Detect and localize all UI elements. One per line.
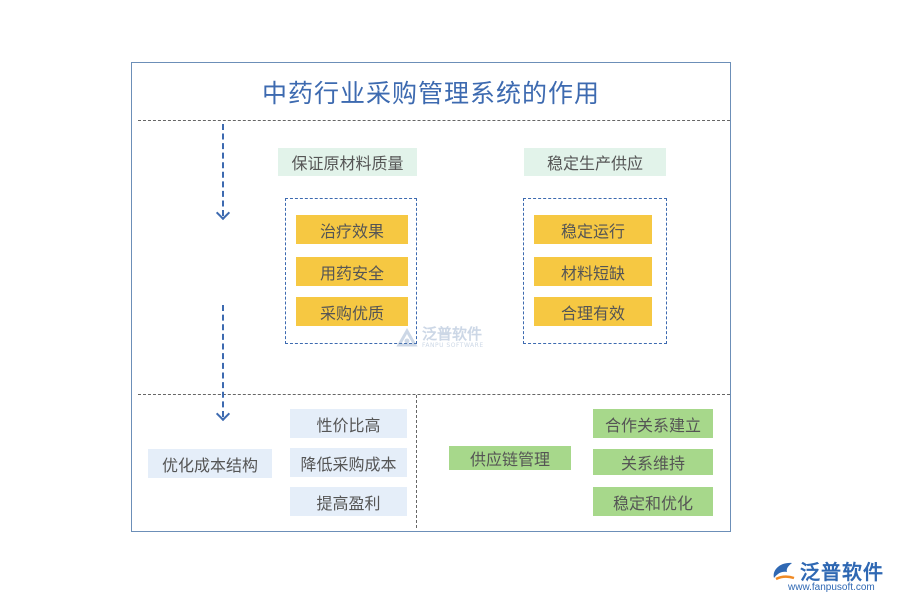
cost-item: 性价比高 bbox=[290, 409, 407, 438]
middle-divider bbox=[138, 394, 730, 395]
cost-item: 降低采购成本 bbox=[290, 448, 407, 477]
arrow-1-line bbox=[222, 124, 224, 216]
watermark: 泛普软件 FANPU SOFTWARE bbox=[396, 326, 484, 349]
brand-logo: 泛普软件 bbox=[770, 556, 884, 585]
supply-chain-item: 稳定和优化 bbox=[593, 487, 713, 516]
bottom-vertical-divider bbox=[416, 395, 417, 528]
watermark-name: 泛普软件 bbox=[422, 325, 483, 343]
brand-name: 泛普软件 bbox=[800, 560, 884, 584]
quality-item: 采购优质 bbox=[296, 297, 408, 326]
cost-item: 提高盈利 bbox=[290, 487, 407, 516]
supply-chain-item: 合作关系建立 bbox=[593, 409, 713, 438]
brand-logo-icon bbox=[773, 562, 795, 580]
quality-item: 用药安全 bbox=[296, 257, 408, 286]
supply-item: 合理有效 bbox=[534, 297, 652, 326]
watermark-sub: FANPU SOFTWARE bbox=[422, 342, 484, 349]
supply-header: 稳定生产供应 bbox=[524, 148, 666, 176]
fanpu-logo-icon bbox=[396, 327, 418, 349]
quality-header: 保证原材料质量 bbox=[278, 148, 417, 176]
quality-group bbox=[285, 198, 417, 344]
cost-label: 优化成本结构 bbox=[148, 449, 272, 478]
diagram-frame bbox=[131, 62, 731, 532]
arrow-2-line bbox=[222, 305, 224, 417]
diagram-title: 中药行业采购管理系统的作用 bbox=[261, 79, 600, 108]
quality-item: 治疗效果 bbox=[296, 215, 408, 244]
brand-url[interactable]: www.fanpusoft.com bbox=[788, 582, 875, 593]
supply-chain-label: 供应链管理 bbox=[449, 446, 571, 470]
top-divider bbox=[138, 120, 730, 121]
supply-chain-item: 关系维持 bbox=[593, 449, 713, 475]
supply-item: 稳定运行 bbox=[534, 215, 652, 244]
supply-item: 材料短缺 bbox=[534, 257, 652, 286]
supply-group bbox=[523, 198, 667, 344]
